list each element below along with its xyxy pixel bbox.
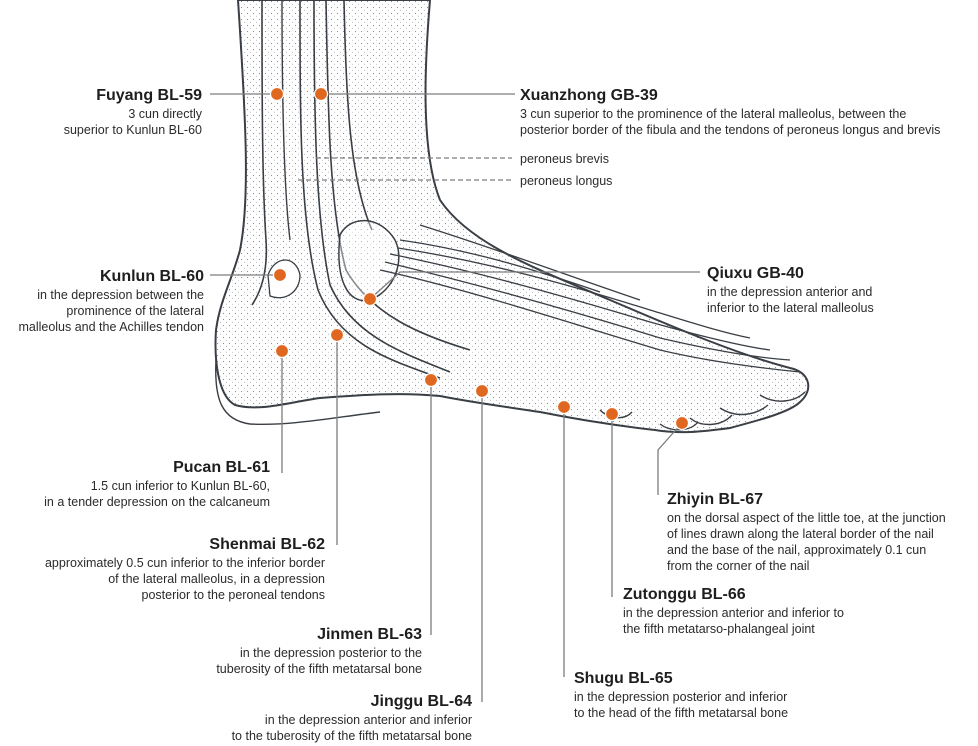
point-fuyang xyxy=(269,86,285,102)
label-desc: 3 cun superior to the prominence of the … xyxy=(520,107,941,137)
label-title: Xuanzhong GB-39 xyxy=(520,87,658,104)
label-desc: in the depression posterior and inferior… xyxy=(574,690,789,720)
label-peroneus-brevis: peroneus brevis xyxy=(520,152,609,166)
label-title: Shugu BL-65 xyxy=(574,670,673,687)
label-jinggu: Jinggu BL-64 in the depression anterior … xyxy=(232,692,472,744)
label-title: Jinmen BL-63 xyxy=(317,626,422,643)
label-title: Kunlun BL-60 xyxy=(100,268,204,285)
point-pucan xyxy=(274,343,290,359)
label-xuanzhong: Xuanzhong GB-39 3 cun superior to the pr… xyxy=(520,86,940,138)
label-desc: in the depression anterior and inferior … xyxy=(707,285,874,315)
label-zutonggu: Zutonggu BL-66 in the depression anterio… xyxy=(623,585,844,637)
achilles-tendon xyxy=(251,0,268,306)
label-desc: in the depression posterior to the tuber… xyxy=(216,646,422,676)
label-desc: on the dorsal aspect of the little toe, … xyxy=(667,511,946,573)
point-jinggu xyxy=(474,383,490,399)
label-shenmai: Shenmai BL-62 approximately 0.5 cun infe… xyxy=(45,535,325,603)
point-shugu xyxy=(556,399,572,415)
label-desc: in the depression anterior and inferior … xyxy=(623,606,844,636)
label-desc: in the depression between the prominence… xyxy=(18,288,204,334)
point-zhiyin xyxy=(674,415,690,431)
point-xuanzhong xyxy=(313,86,329,102)
point-zutonggu xyxy=(604,406,620,422)
label-title: Pucan BL-61 xyxy=(173,459,270,476)
label-title: Zutonggu BL-66 xyxy=(623,586,746,603)
label-desc: approximately 0.5 cun inferior to the in… xyxy=(44,556,325,602)
label-title: Zhiyin BL-67 xyxy=(667,491,764,508)
label-zhiyin: Zhiyin BL-67 on the dorsal aspect of the… xyxy=(667,490,946,574)
heel-shadow xyxy=(215,359,381,425)
label-title: Shenmai BL-62 xyxy=(209,536,325,553)
foot-outline xyxy=(214,0,810,434)
point-jinmen xyxy=(423,372,439,388)
label-title: Qiuxu GB-40 xyxy=(707,265,804,282)
label-qiuxu: Qiuxu GB-40 in the depression anterior a… xyxy=(707,264,874,316)
label-pucan: Pucan BL-61 1.5 cun inferior to Kunlun B… xyxy=(44,458,270,510)
label-title: Fuyang BL-59 xyxy=(96,87,202,104)
point-shenmai xyxy=(329,327,345,343)
label-jinmen: Jinmen BL-63 in the depression posterior… xyxy=(216,625,422,677)
point-kunlun xyxy=(272,267,288,283)
label-shugu: Shugu BL-65 in the depression posterior … xyxy=(574,669,788,721)
label-desc: in the depression anterior and inferior … xyxy=(231,713,472,743)
label-desc: 3 cun directly superior to Kunlun BL-60 xyxy=(63,107,202,137)
label-fuyang: Fuyang BL-59 3 cun directly superior to … xyxy=(64,86,202,138)
label-peroneus-longus: peroneus longus xyxy=(520,174,613,188)
extensor-tendons xyxy=(379,224,801,373)
label-title: Jinggu BL-64 xyxy=(370,693,472,710)
acupoints xyxy=(269,86,690,431)
muscle-leader-lines xyxy=(298,157,512,181)
label-desc: 1.5 cun inferior to Kunlun BL-60, in a t… xyxy=(44,479,270,509)
leader-lines xyxy=(210,93,700,702)
label-kunlun: Kunlun BL-60 in the depression between t… xyxy=(18,267,204,335)
point-qiuxu xyxy=(362,291,378,307)
